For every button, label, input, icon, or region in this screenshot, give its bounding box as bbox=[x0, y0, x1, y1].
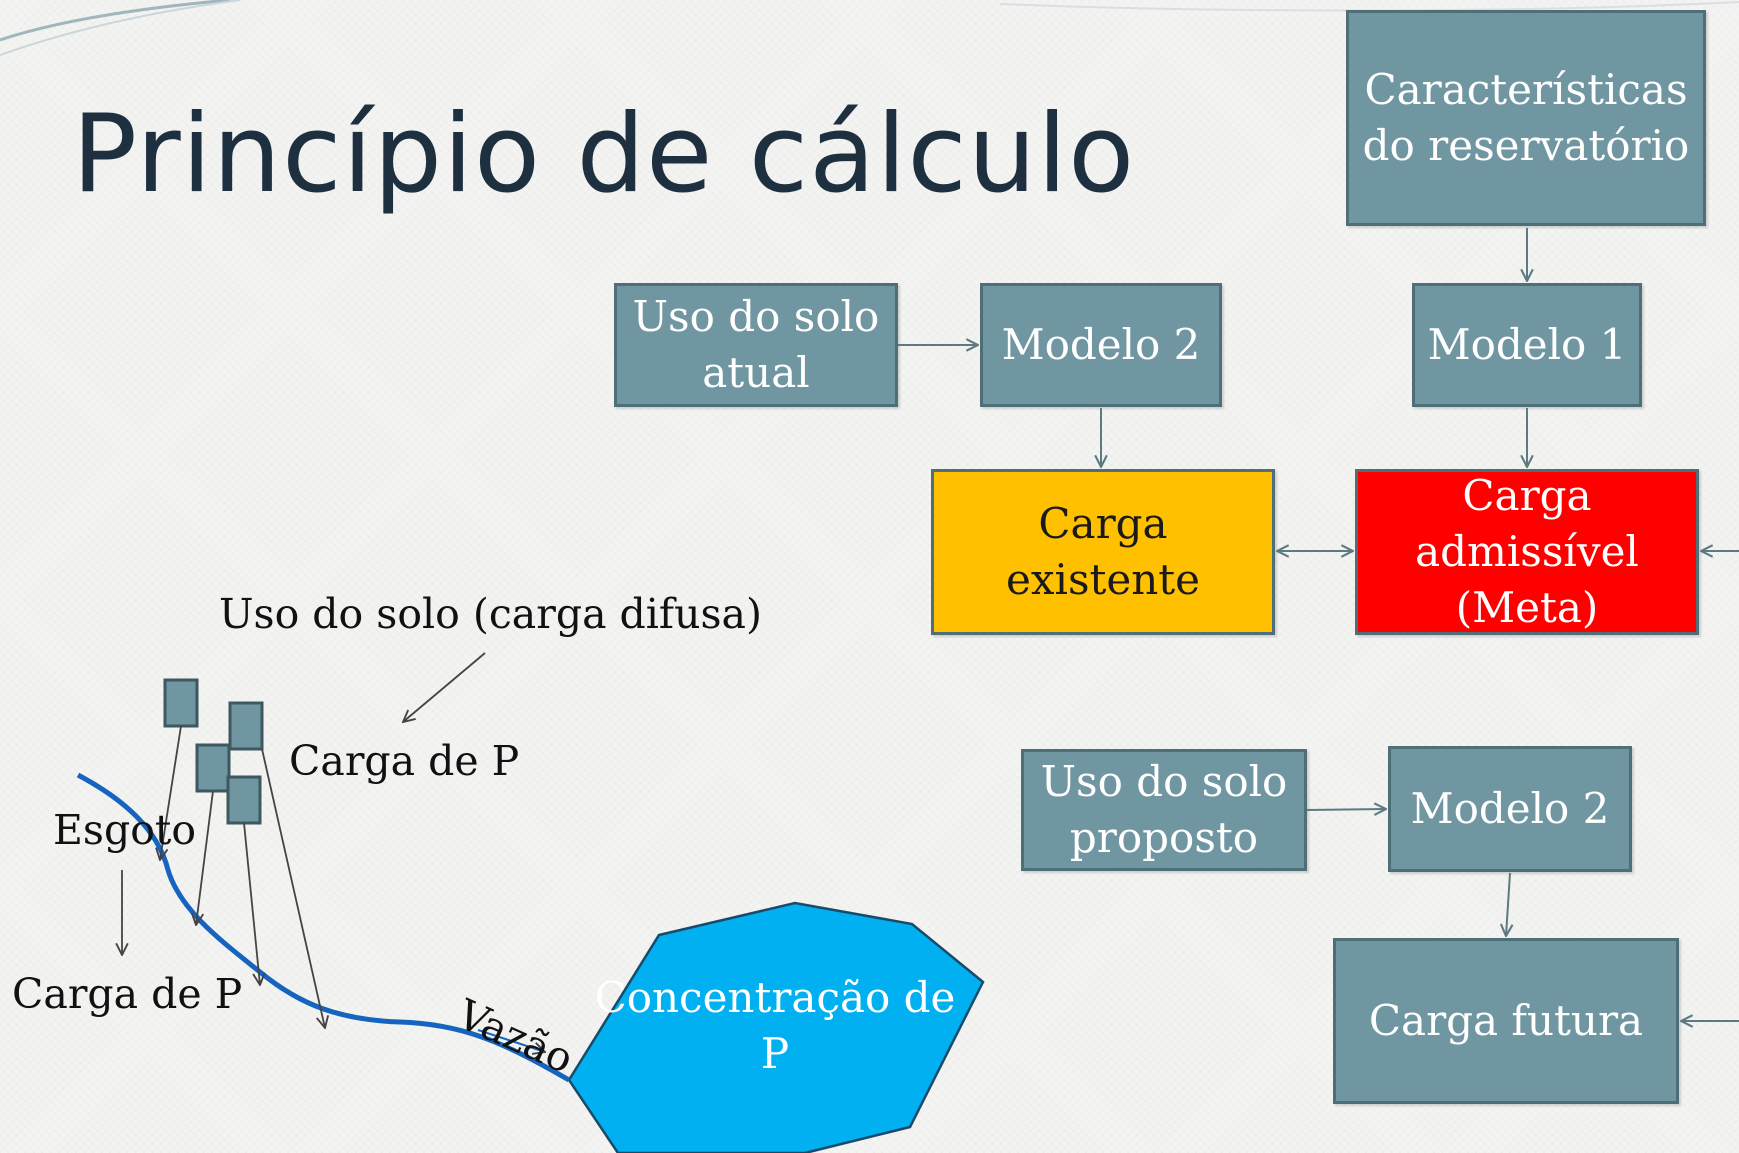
arrow-diffuse-load bbox=[403, 652, 486, 722]
building-icon bbox=[163, 678, 199, 728]
lake-label: Concentração de P bbox=[590, 970, 960, 1082]
box-land-use-proposed-line-2: proposto bbox=[1069, 813, 1259, 862]
label-land-use-diffuse: Uso do solo (carga difusa) bbox=[219, 590, 762, 638]
lake-label-line-2: P bbox=[760, 1029, 790, 1078]
box-model-2-top-label: Modelo 2 bbox=[1001, 320, 1201, 369]
box-model-1-label: Modelo 1 bbox=[1427, 320, 1627, 369]
box-admissible-load: Carga admissível (Meta) bbox=[1355, 469, 1699, 635]
arrow-flow bbox=[477, 1029, 545, 1052]
building-icon bbox=[195, 743, 231, 793]
box-reservoir-line-2: do reservatório bbox=[1362, 121, 1690, 170]
lake-shape bbox=[567, 901, 985, 1153]
lake-label-line-1: Concentração de bbox=[594, 973, 956, 1022]
box-model-2-top: Modelo 2 bbox=[980, 283, 1222, 407]
box-land-use-proposed: Uso do solo proposto bbox=[1021, 749, 1307, 871]
building-icon bbox=[226, 775, 262, 825]
box-admissible-load-line-2: admissível bbox=[1415, 527, 1639, 576]
box-land-use-current-line-1: Uso do solo bbox=[632, 292, 880, 341]
box-future-load-label: Carga futura bbox=[1368, 996, 1644, 1045]
box-model-2-bottom: Modelo 2 bbox=[1388, 746, 1632, 872]
box-land-use-current-line-2: atual bbox=[702, 348, 810, 397]
box-reservoir-line-1: Características bbox=[1364, 65, 1688, 114]
label-p-load-upper: Carga de P bbox=[289, 737, 520, 785]
box-model-1: Modelo 1 bbox=[1412, 283, 1642, 407]
arrow-proposed-to-model2 bbox=[1306, 809, 1386, 810]
arrow-building-4 bbox=[261, 748, 325, 1028]
page-title: Princípio de cálculo bbox=[72, 92, 1136, 217]
box-admissible-load-line-1: Carga bbox=[1462, 471, 1592, 520]
box-land-use-proposed-line-1: Uso do solo bbox=[1040, 757, 1288, 806]
box-admissible-load-line-3: (Meta) bbox=[1455, 583, 1599, 632]
arrow-building-3 bbox=[243, 822, 260, 985]
box-existing-load: Carga existente bbox=[931, 469, 1275, 635]
box-land-use-current: Uso do solo atual bbox=[614, 283, 898, 407]
box-existing-load-line-1: Carga bbox=[1038, 499, 1168, 548]
box-model-2-bottom-label: Modelo 2 bbox=[1410, 784, 1610, 833]
building-icon bbox=[228, 701, 264, 751]
box-reservoir-characteristics: Características do reservatório bbox=[1346, 10, 1706, 226]
arrow-model2-to-future bbox=[1506, 872, 1510, 936]
arrow-building-2 bbox=[196, 790, 214, 925]
box-future-load: Carga futura bbox=[1333, 938, 1679, 1104]
label-p-load-lower: Carga de P bbox=[12, 970, 243, 1018]
label-sewage: Esgoto bbox=[53, 806, 197, 854]
arrow-building-1 bbox=[160, 725, 182, 860]
box-existing-load-line-2: existente bbox=[1005, 555, 1201, 604]
